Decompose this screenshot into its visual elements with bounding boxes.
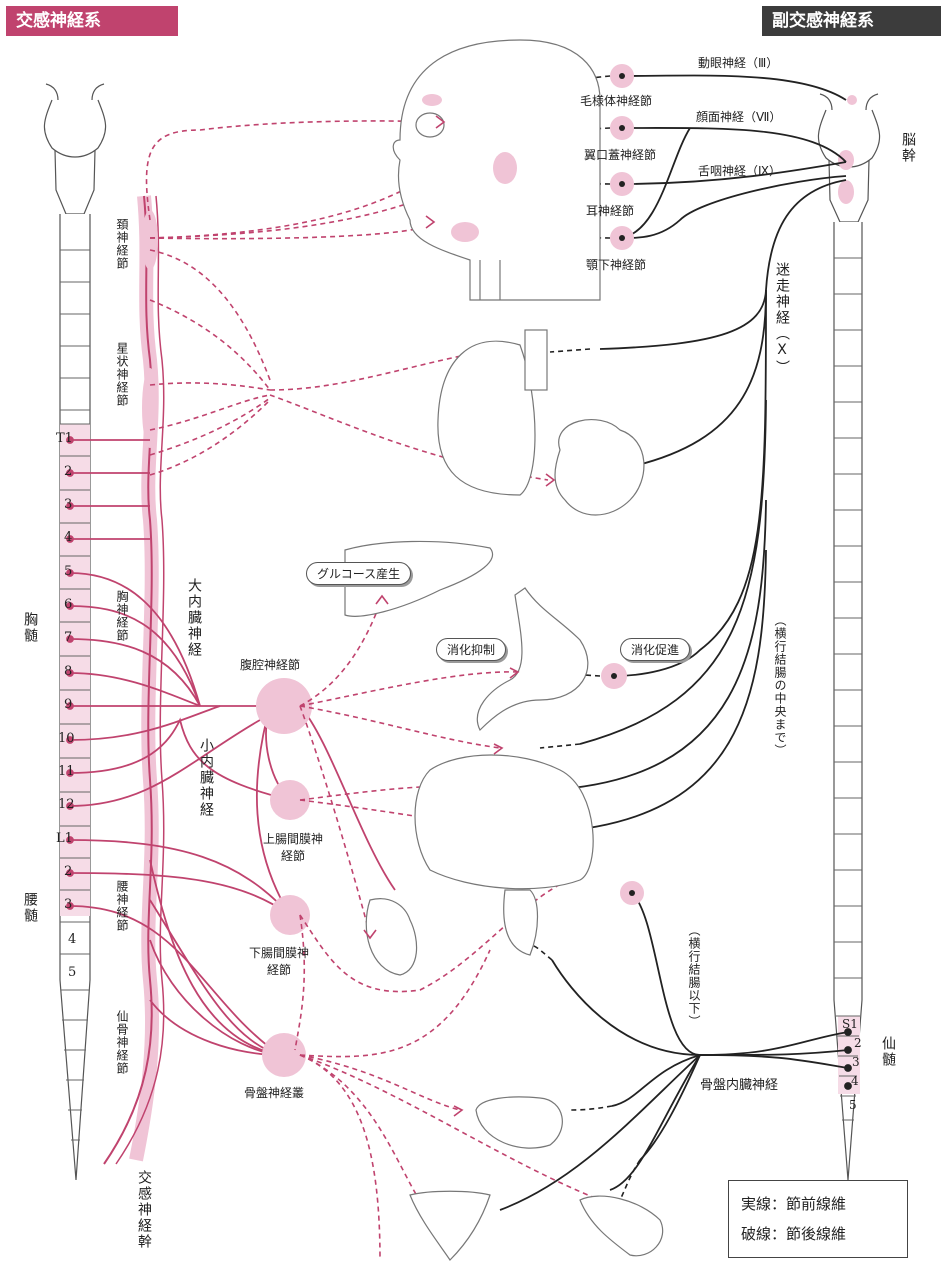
pterygopalatine-ganglion-label: 翼口蓋神経節 (584, 146, 656, 163)
glucose-production-bubble: グルコース産生 (306, 562, 411, 585)
legend-dashed-line: 破線：節後線維 (741, 1219, 895, 1249)
lungs (438, 341, 535, 495)
segment-t1: T1 (56, 431, 73, 446)
thoracic-cord-label: 胸髄 (20, 612, 40, 644)
heart (555, 420, 644, 515)
legend-box: 実線：節前線維 破線：節後線維 (728, 1180, 908, 1258)
sacral-ganglion-label: 仙骨神経節 (114, 1010, 131, 1075)
segment-t9: 9 (64, 697, 72, 712)
segment-t10: 10 (58, 731, 75, 746)
celiac-ganglion-label: 腹腔神経節 (240, 656, 300, 673)
segment-s2: 2 (854, 1036, 862, 1050)
left-spinal-cord (44, 84, 105, 1180)
segment-t8: 8 (64, 664, 72, 679)
greater-splanchnic-label: 大内臓神経 (184, 578, 204, 658)
vagus-nerve-label: 迷走神経（Ⅹ） (772, 262, 792, 376)
inferior-mesenteric-ganglion-label: 下腸間膜神経節 (244, 944, 314, 978)
segment-s3: 3 (852, 1055, 860, 1069)
cervical-ganglion-label: 頚神経節 (114, 218, 131, 270)
digestion-inhibit-bubble: 消化抑制 (436, 638, 506, 661)
thoracic-ganglion-label: 胸神経節 (114, 590, 131, 642)
ciliary-ganglion-label: 毛様体神経節 (580, 92, 652, 109)
superior-mesenteric-ganglion-label: 上腸間膜神経節 (258, 830, 328, 864)
pelvic-plexus-label: 骨盤神経叢 (244, 1084, 304, 1101)
uterus (410, 1191, 490, 1260)
penis (580, 1196, 663, 1256)
trachea (525, 330, 547, 390)
facial-nerve-label: 顔面神経（Ⅶ） (696, 108, 781, 125)
segment-s1: S1 (842, 1017, 858, 1031)
lacrimal-gland (422, 94, 442, 106)
segment-l3: 3 (64, 897, 72, 912)
segment-l4: 4 (68, 932, 76, 947)
segment-t4: 4 (64, 530, 72, 545)
segment-s4: 4 (851, 1074, 859, 1088)
intestines (415, 755, 593, 889)
submandibular-ganglion-label: 顎下神経節 (586, 256, 646, 273)
segment-l1: L1 (56, 831, 73, 846)
rectum (504, 890, 538, 955)
segment-t6: 6 (64, 597, 72, 612)
transverse-colon-middle-label: （横行結腸の中央まで） (772, 614, 789, 757)
stellate-ganglion-label: 星状神経節 (114, 342, 131, 407)
digestion-promote-bubble: 消化促進 (620, 638, 690, 661)
parotid-gland (493, 152, 517, 184)
segment-t12: 12 (58, 797, 75, 812)
transverse-colon-below-label: （横行結腸以下） (686, 924, 703, 1028)
segment-s5: 5 (849, 1098, 857, 1112)
segment-t2: 2 (64, 464, 72, 479)
submandibular-gland (451, 222, 479, 242)
pelvic-splanchnic-label: 骨盤内臓神経 (700, 1074, 778, 1093)
segment-t7: 7 (64, 630, 72, 645)
segment-t5: 5 (64, 564, 72, 579)
bladder (476, 1097, 562, 1148)
brainstem-label: 脳幹 (898, 132, 918, 164)
glossopharyngeal-nerve-label: 舌咽神経（Ⅸ） (698, 162, 781, 179)
oculomotor-nerve-label: 動眼神経（Ⅲ） (698, 54, 778, 71)
kidney (366, 899, 416, 975)
sympathetic-trunk (104, 196, 164, 1164)
legend-solid-line: 実線：節前線維 (741, 1189, 895, 1219)
lesser-splanchnic-label: 小内臓神経 (196, 738, 216, 818)
sacral-cord-label: 仙髄 (878, 1036, 898, 1068)
lumbar-cord-label: 腰髄 (20, 892, 40, 924)
otic-ganglion-label: 耳神経節 (586, 202, 634, 219)
segment-l5: 5 (68, 965, 76, 980)
lumbar-ganglion-label: 腰神経節 (114, 880, 131, 932)
sympathetic-trunk-label: 交感神経幹 (134, 1170, 154, 1250)
segment-l2: 2 (64, 864, 72, 879)
segment-t11: 11 (58, 764, 75, 779)
segment-t3: 3 (64, 497, 72, 512)
sympathetic-preganglionic-rami (67, 437, 395, 1055)
prevertebral-ganglia (256, 678, 312, 1077)
